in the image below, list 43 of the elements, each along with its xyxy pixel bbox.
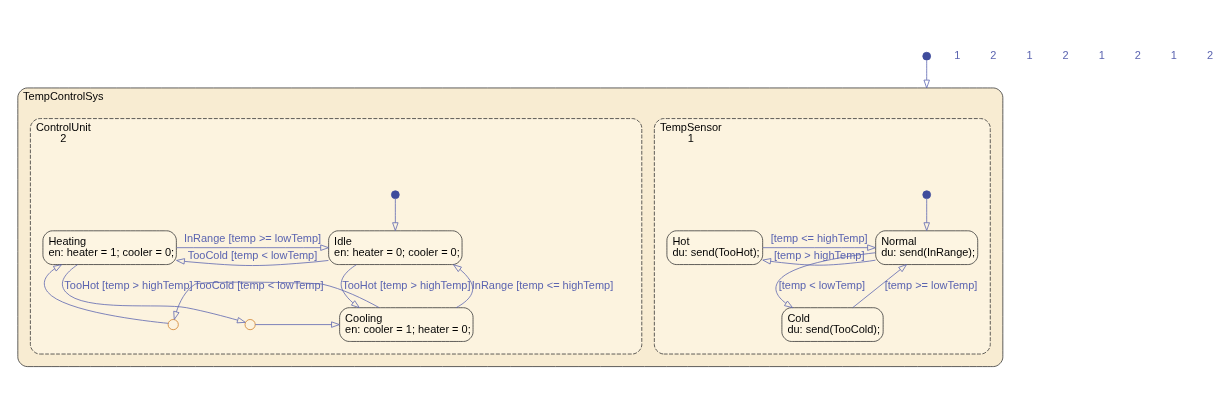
- edge-label: TooHot [temp > highTemp]: [64, 278, 193, 291]
- node-box: Normal du: send(InRange);: [875, 229, 979, 265]
- arrow: [176, 257, 329, 266]
- node-circle: [167, 318, 179, 330]
- label: 1: [1026, 48, 1033, 61]
- node-box: Cold du: send(TooCold);: [781, 306, 884, 342]
- node-circle: [391, 189, 400, 199]
- arrow: [43, 263, 169, 324]
- label: 1: [954, 48, 961, 61]
- arrow: [340, 263, 360, 308]
- arrow: [923, 59, 930, 88]
- arrow: [62, 263, 246, 323]
- node-circle: [922, 189, 931, 199]
- arrow: [852, 263, 907, 308]
- label: 1: [1170, 48, 1177, 61]
- edge-label: [temp > highTemp]: [773, 248, 865, 261]
- arrow: [762, 244, 876, 251]
- node-box: Heating en: heater = 1; cooler = 0;: [42, 229, 177, 265]
- edge-label: TooCold [temp < lowTemp]: [187, 248, 318, 261]
- arrow: [176, 244, 329, 251]
- label: 2: [1134, 48, 1141, 61]
- node-box: Cooling en: cooler = 1; heater = 0;: [339, 306, 474, 342]
- arrow: [762, 257, 876, 266]
- arrow: [923, 197, 930, 231]
- edge-label: [temp >= lowTemp]: [884, 278, 978, 291]
- label: 2: [1206, 48, 1214, 61]
- arrow: [453, 263, 474, 308]
- edge-label: InRange [temp >= lowTemp]: [183, 231, 322, 244]
- node-circle: [922, 51, 931, 60]
- edge-label: [temp < lowTemp]: [778, 278, 866, 291]
- arrow: [173, 281, 380, 320]
- arrow: [775, 251, 876, 308]
- label: 1: [1098, 48, 1105, 61]
- edge-label: InRange [temp <= highTemp]: [471, 278, 614, 291]
- arrow: [392, 197, 399, 231]
- node-circle: [244, 318, 256, 330]
- label: 2: [990, 48, 997, 61]
- edge-label: TooHot [temp > highTemp]: [342, 278, 471, 291]
- arrow: [254, 320, 340, 328]
- node-box: Hot du: send(TooHot);: [666, 229, 764, 265]
- node-box: Idle en: heater = 0; cooler = 0;: [328, 229, 463, 265]
- label: 2: [1062, 48, 1069, 61]
- edge-label: [temp <= highTemp]: [770, 231, 868, 244]
